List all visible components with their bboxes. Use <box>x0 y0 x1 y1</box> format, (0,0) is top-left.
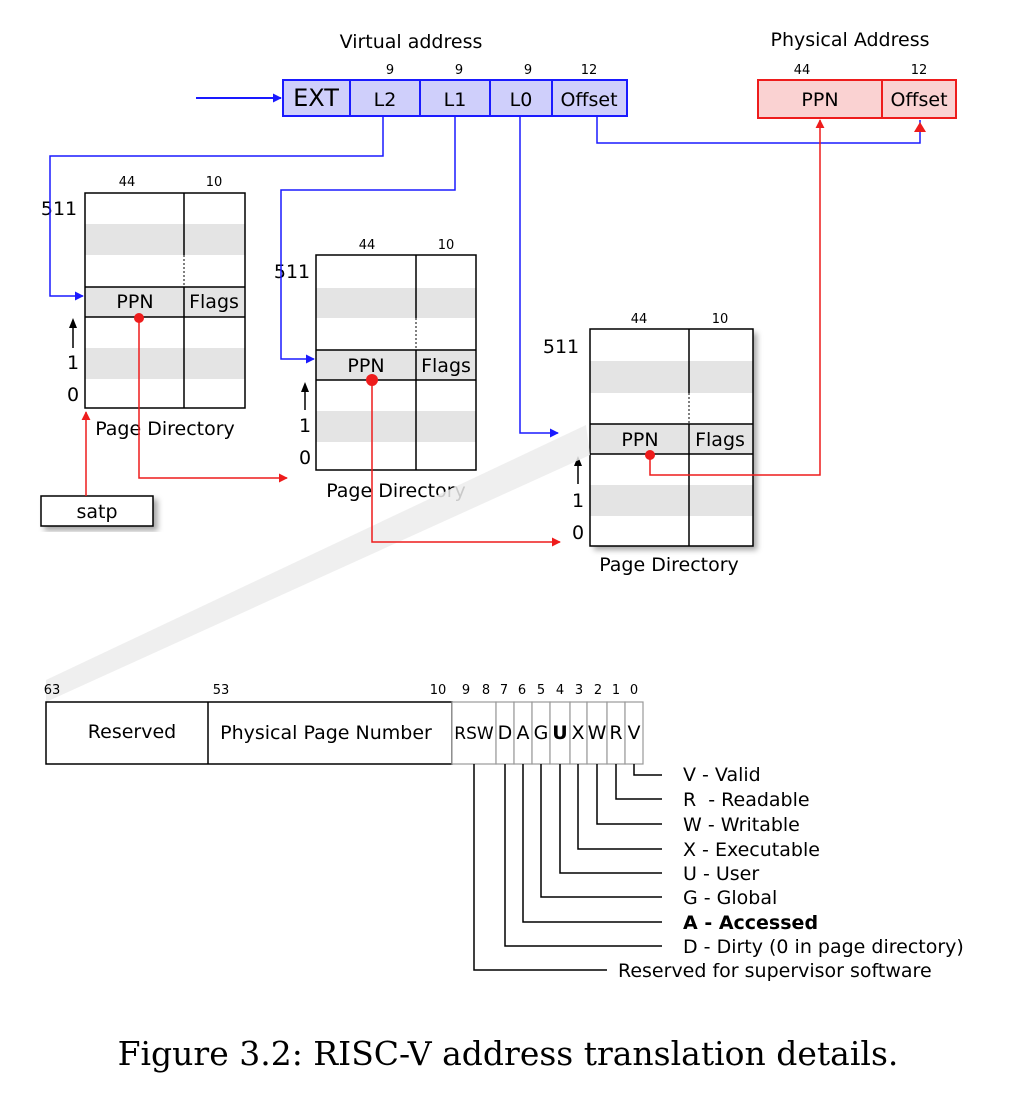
pd2-ppn-label: PPN <box>347 355 384 377</box>
pd3-index-up-arrow <box>574 456 582 484</box>
pte-bit-5: 5 <box>537 683 545 698</box>
virtual-address-register <box>282 79 628 117</box>
pte-zoom-wedge <box>46 425 590 702</box>
pte-bit-3: 3 <box>575 683 583 698</box>
va-field-l1: L1 <box>444 89 467 111</box>
va-field-ext: EXT <box>293 84 339 112</box>
pd3-ppn-arrow <box>649 119 825 476</box>
pd3-ppn-label: PPN <box>621 429 658 451</box>
va-field-offset: Offset <box>560 89 617 111</box>
physical-address-register <box>757 79 957 119</box>
pd1-ppn-bits: 44 <box>119 175 136 190</box>
pd2-caption: Page Directory <box>326 480 466 502</box>
pte-cell-d: D <box>498 722 513 744</box>
pte-ppn-label: Physical Page Number <box>220 722 432 744</box>
pa-field-offset: Offset <box>890 89 947 111</box>
va-field-l2: L2 <box>374 89 397 111</box>
pd3-flags-bits: 10 <box>712 312 729 327</box>
pte-bit-8: 8 <box>482 683 490 698</box>
virtual-address-title: Virtual address <box>340 31 483 53</box>
pte-bit-9: 9 <box>462 683 470 698</box>
pd1-index-1: 1 <box>67 352 79 374</box>
satp-register <box>40 495 154 527</box>
page-directory-1 <box>84 192 246 409</box>
va-bits-l2: 9 <box>386 63 394 78</box>
pd2-flags-label: Flags <box>421 355 471 377</box>
pd2-index-up-arrow <box>301 382 309 410</box>
figure-caption: Figure 3.2: RISC-V address translation d… <box>118 1034 899 1073</box>
flag-desc-valid: V - Valid <box>683 764 761 786</box>
pd3-index-1: 1 <box>572 490 584 512</box>
pte-cell-x: X <box>571 722 584 744</box>
pd2-index-0: 0 <box>299 447 311 469</box>
va-bits-l0: 9 <box>524 63 532 78</box>
pte-bit-0: 0 <box>630 683 638 698</box>
pa-bits-offset: 12 <box>911 63 928 78</box>
pd3-index-0: 0 <box>572 522 584 544</box>
pte-bit-2: 2 <box>594 683 602 698</box>
flag-desc-accessed: A - Accessed <box>683 912 818 934</box>
pd1-caption: Page Directory <box>95 418 235 440</box>
pte-bit-10: 10 <box>430 683 447 698</box>
physical-address-title: Physical Address <box>771 29 930 51</box>
va-field-l0: L0 <box>510 89 533 111</box>
flag-desc-readable: R - Readable <box>683 789 810 811</box>
pd3-index-511: 511 <box>543 336 579 358</box>
pte-cell-g: G <box>534 722 549 744</box>
pte-bit-6: 6 <box>518 683 526 698</box>
pte-cell-w: W <box>588 722 607 744</box>
pte-fields-box <box>45 701 644 765</box>
pte-bit-7: 7 <box>500 683 508 698</box>
l1-index-arrow <box>280 116 456 364</box>
pd2-index-511: 511 <box>274 261 310 283</box>
flag-desc-writable: W - Writable <box>683 814 800 836</box>
satp-label: satp <box>76 501 117 523</box>
pd3-ppn-bits: 44 <box>631 312 648 327</box>
pte-bit-53: 53 <box>213 683 230 698</box>
pte-reserved-label: Reserved <box>88 721 176 743</box>
pd2-ppn-arrow <box>371 380 561 547</box>
pd1-ppn-arrow <box>138 318 288 483</box>
page-directory-3 <box>589 328 754 547</box>
flag-desc-rsw: Reserved for supervisor software <box>618 960 932 982</box>
pd2-flags-bits: 10 <box>438 238 455 253</box>
pte-bit-63: 63 <box>44 683 61 698</box>
offset-arrow <box>596 116 921 144</box>
l2-index-arrow <box>49 116 384 301</box>
va-bits-l1: 9 <box>455 63 463 78</box>
pte-bit-4: 4 <box>556 683 564 698</box>
pd3-caption: Page Directory <box>599 554 739 576</box>
va-bits-offset: 12 <box>581 63 598 78</box>
pd1-flags-bits: 10 <box>206 175 223 190</box>
offset-arrowhead <box>914 122 926 132</box>
pte-cell-a: A <box>517 722 530 744</box>
pte-cell-u: U <box>552 722 567 744</box>
pd1-index-0: 0 <box>67 384 79 406</box>
pd1-flags-label: Flags <box>189 291 239 313</box>
l0-index-arrow <box>519 116 559 438</box>
pte-cell-rsw: RSW <box>454 724 494 744</box>
pd2-ppn-bits: 44 <box>359 238 376 253</box>
pte-flag-leaders <box>473 764 662 971</box>
flag-desc-executable: X - Executable <box>683 839 820 861</box>
pd2-index-1: 1 <box>299 415 311 437</box>
flag-desc-dirty: D - Dirty (0 in page directory) <box>683 936 964 958</box>
pa-bits-ppn: 44 <box>794 63 811 78</box>
flag-desc-global: G - Global <box>683 887 777 909</box>
page-directory-2 <box>315 254 477 471</box>
flag-desc-user: U - User <box>683 863 759 885</box>
pte-cell-v: V <box>628 722 641 744</box>
pd1-ppn-label: PPN <box>116 291 153 313</box>
pte-bit-1: 1 <box>612 683 620 698</box>
pd1-index-511: 511 <box>41 198 77 220</box>
pd3-flags-label: Flags <box>695 429 745 451</box>
pa-field-ppn: PPN <box>801 89 838 111</box>
pd1-index-up-arrow <box>69 318 77 348</box>
pte-cell-r: R <box>609 722 622 744</box>
